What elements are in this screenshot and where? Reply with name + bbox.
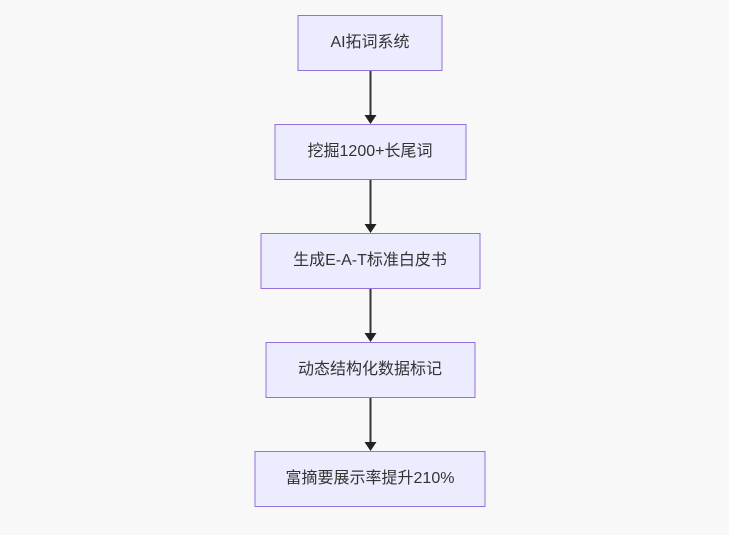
- flow-arrow-1: [363, 71, 377, 124]
- arrowhead-down-icon: [364, 115, 376, 124]
- flow-node-eat-whitepaper: 生成E-A-T标准白皮书: [260, 233, 480, 289]
- flow-node-ai-word-expansion: AI拓词系统: [297, 15, 443, 71]
- flow-arrow-2: [363, 180, 377, 233]
- flow-arrow-4: [363, 398, 377, 451]
- flow-arrow-3: [363, 289, 377, 342]
- flowchart-column: AI拓词系统 挖掘1200+长尾词 生成E-A-T标准白皮书 动态结构化数据标记…: [254, 15, 486, 507]
- arrowhead-down-icon: [364, 224, 376, 233]
- flow-node-structured-data-markup: 动态结构化数据标记: [265, 342, 475, 398]
- arrowhead-down-icon: [364, 442, 376, 451]
- arrow-line: [369, 71, 371, 116]
- arrow-line: [369, 180, 371, 225]
- arrow-line: [369, 398, 371, 443]
- flow-node-longtail-keywords: 挖掘1200+长尾词: [274, 124, 466, 180]
- arrowhead-down-icon: [364, 333, 376, 342]
- flow-node-rich-snippet-rate: 富摘要展示率提升210%: [254, 451, 486, 507]
- arrow-line: [369, 289, 371, 334]
